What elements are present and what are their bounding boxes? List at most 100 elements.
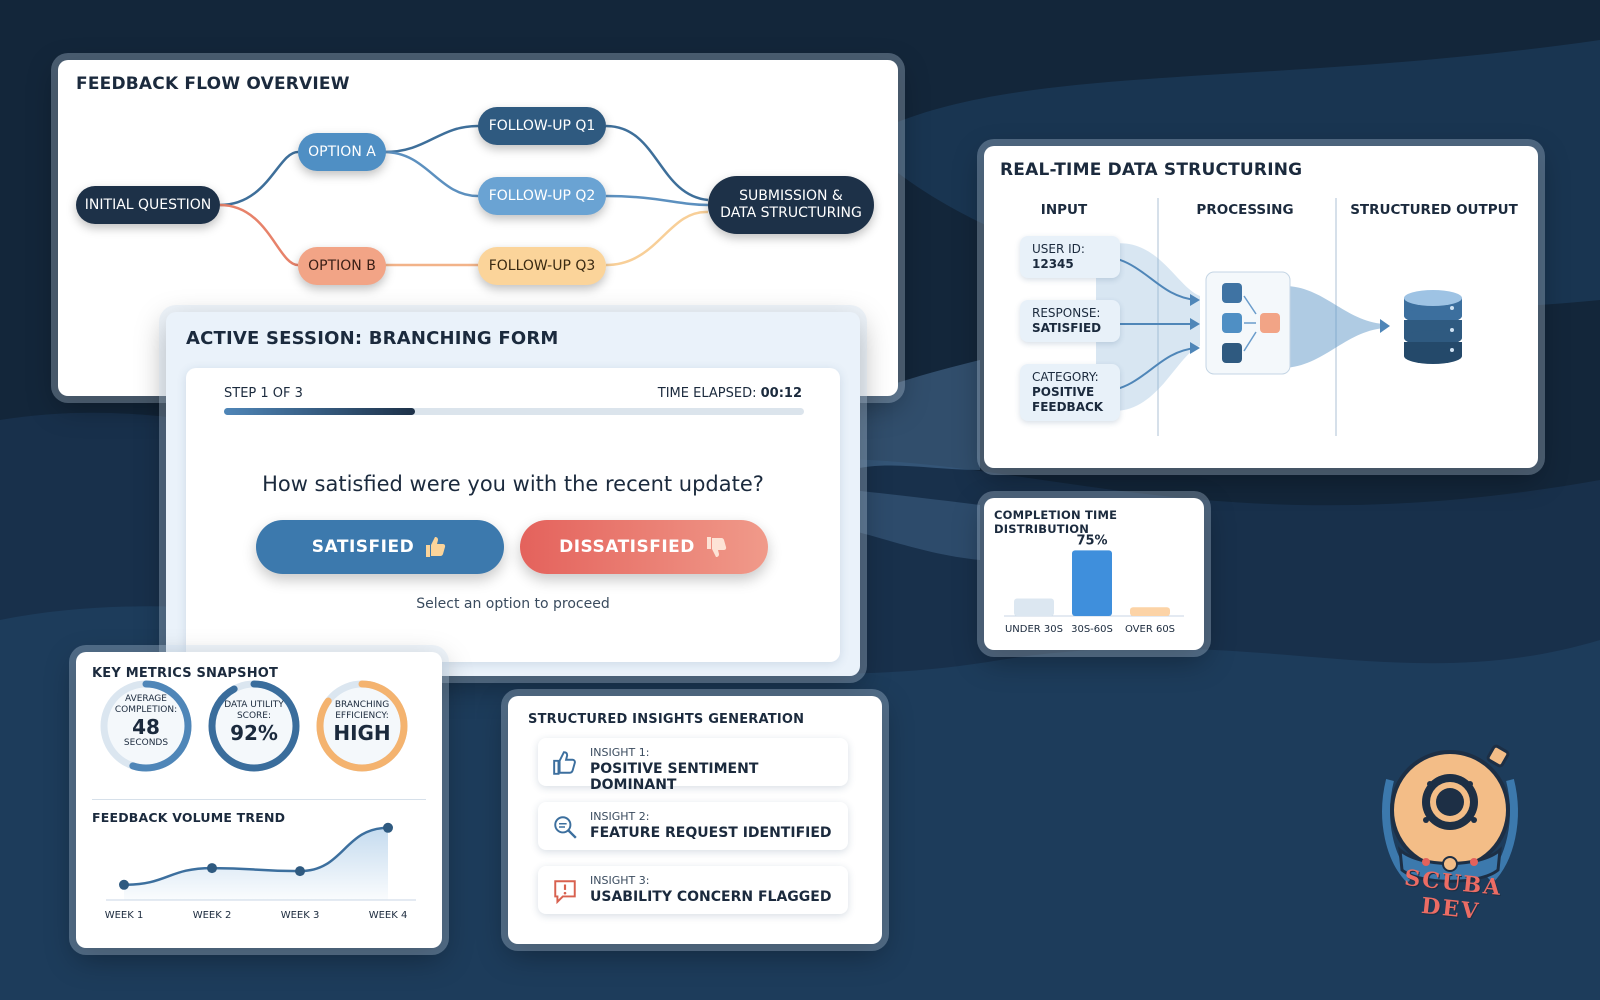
completion-title: COMPLETION TIME DISTRIBUTION	[994, 508, 1118, 536]
time-elapsed: TIME ELAPSED: 00:12	[658, 386, 802, 401]
trend-point	[119, 879, 129, 890]
time-elapsed-label: TIME ELAPSED:	[657, 386, 757, 401]
feedback-volume-line-chart: WEEK 1 WEEK 2 WEEK 3 WEEK 4	[105, 822, 416, 921]
node-followup-q3[interactable]: FOLLOW-UP Q3	[478, 247, 606, 285]
node-followup-q3-label: FOLLOW-UP Q3	[488, 257, 596, 274]
insight-3-text: USABILITY CONCERN FLAGGED	[590, 889, 832, 905]
insight-card-1[interactable]: INSIGHT 1: POSITIVE SENTIMENT DOMINANT	[538, 738, 848, 793]
node-option-a[interactable]: OPTION A	[298, 133, 386, 171]
metric-gauge-ring	[316, 680, 408, 772]
metric-gauge-ring	[208, 680, 300, 772]
input-user-id-value: 12345	[1032, 257, 1074, 271]
node-followup-q2-label: FOLLOW-UP Q2	[488, 187, 596, 204]
metric-gauge-arc	[208, 680, 300, 772]
metric-gauge-ring	[100, 680, 192, 772]
satisfied-button[interactable]: SATISFIED	[256, 520, 504, 574]
dissatisfied-button[interactable]: DISSATISFIED	[520, 520, 768, 574]
trend-point	[207, 863, 217, 874]
completion-tick-label: UNDER 30S	[1005, 624, 1063, 635]
node-option-a-label: OPTION A	[308, 143, 376, 160]
metric-gauge-label1: BRANCHING	[334, 700, 390, 710]
metrics-panel: KEY METRICS SNAPSHOT FEEDBACK VOLUME TRE…	[76, 652, 442, 948]
trend-tick-label: WEEK 2	[193, 910, 232, 921]
trend-point	[383, 822, 393, 833]
completion-data-label: 75%	[1076, 533, 1107, 548]
metrics-title: KEY METRICS SNAPSHOT	[92, 666, 279, 681]
metric-gauge-arc	[100, 680, 192, 772]
trend-area	[124, 827, 388, 900]
node-followup-q2[interactable]: FOLLOW-UP Q2	[478, 177, 606, 215]
completion-tick-label: OVER 60S	[1125, 624, 1175, 635]
insight-1-text: POSITIVE SENTIMENT DOMINANT	[590, 761, 759, 793]
satisfied-label: SATISFIED	[311, 537, 415, 557]
insight-2-label: INSIGHT 2:	[590, 810, 650, 823]
input-response-label: RESPONSE:	[1032, 306, 1101, 320]
completion-bar	[1072, 550, 1112, 616]
metric-gauge-label2: COMPLETION:	[114, 705, 178, 715]
node-submission-line2: DATA STRUCTURING	[720, 205, 862, 221]
trend-tick-label: WEEK 4	[369, 910, 408, 921]
trend-line	[123, 826, 389, 887]
input-user-id-label: USER ID:	[1032, 242, 1085, 256]
trend-tick-label: WEEK 1	[105, 910, 144, 921]
metric-gauge-unit: SECONDS	[123, 738, 169, 748]
node-initial-question[interactable]: INITIAL QUESTION	[76, 186, 220, 224]
realtime-panel: REAL-TIME DATA STRUCTURING INPUT PROCESS…	[984, 146, 1538, 468]
session-form-card: STEP 1 OF 3 TIME ELAPSED: 00:12 How sati…	[186, 368, 840, 662]
metric-gauge-value: 48	[132, 715, 160, 739]
session-panel: ACTIVE SESSION: BRANCHING FORM STEP 1 OF…	[166, 312, 860, 676]
flow-connectors	[219, 124, 709, 267]
metric-gauge-label1: AVERAGE	[125, 694, 167, 704]
thumbs-up-icon	[426, 537, 446, 557]
node-submission-line1: SUBMISSION &	[739, 188, 843, 204]
diving-helmet-icon	[1382, 744, 1518, 883]
trend-point	[295, 866, 305, 877]
metric-gauge-arc	[316, 680, 408, 772]
input-response-value: SATISFIED	[1032, 321, 1102, 335]
node-option-b[interactable]: OPTION B	[298, 247, 386, 285]
insight-card-2[interactable]: INSIGHT 2: FEATURE REQUEST IDENTIFIED	[538, 802, 848, 850]
trend-title: FEEDBACK VOLUME TREND	[92, 810, 286, 825]
metric-gauge-label1: DATA UTILITY	[224, 700, 284, 710]
insight-1-label: INSIGHT 1:	[590, 746, 650, 759]
node-followup-q1-label: FOLLOW-UP Q1	[488, 117, 596, 134]
session-title: ACTIVE SESSION: BRANCHING FORM	[186, 328, 559, 349]
thumbs-down-icon	[706, 537, 727, 557]
trend-tick-label: WEEK 3	[281, 910, 320, 921]
insight-2-text: FEATURE REQUEST IDENTIFIED	[590, 825, 832, 841]
col-input-header: INPUT	[1040, 202, 1088, 218]
completion-bar-chart: UNDER 30S 30S-60S 75% OVER 60S	[1004, 533, 1184, 635]
insight-3-label: INSIGHT 3:	[590, 874, 650, 887]
progress-fill	[224, 408, 416, 415]
insights-panel: STRUCTURED INSIGHTS GENERATION INSIGHT 1…	[508, 696, 882, 944]
realtime-title: REAL-TIME DATA STRUCTURING	[1000, 160, 1303, 180]
col-processing-header: PROCESSING	[1196, 202, 1294, 218]
insight-card-3[interactable]: INSIGHT 3: USABILITY CONCERN FLAGGED	[538, 866, 848, 914]
metric-gauge-label2: EFFICIENCY:	[335, 711, 389, 721]
metrics-divider	[92, 799, 426, 800]
database-icon	[1404, 290, 1462, 364]
metric-gauge-value: HIGH	[333, 721, 391, 745]
node-submission[interactable]: SUBMISSION & DATA STRUCTURING	[708, 176, 874, 234]
col-output-header: STRUCTURED OUTPUT	[1350, 202, 1518, 218]
node-option-b-label: OPTION B	[308, 257, 376, 274]
step-indicator: STEP 1 OF 3	[224, 386, 303, 401]
progress-track	[224, 408, 804, 415]
metric-gauge-label2: SCORE:	[236, 711, 272, 721]
alert-bubble-icon	[554, 880, 576, 904]
input-category-label: CATEGORY:	[1032, 370, 1099, 384]
insights-title: STRUCTURED INSIGHTS GENERATION	[528, 712, 805, 727]
time-elapsed-value: 00:12	[760, 386, 802, 401]
completion-panel: COMPLETION TIME DISTRIBUTION UNDER 30S 30…	[984, 498, 1204, 650]
input-user-id: USER ID: 12345	[1020, 236, 1120, 278]
completion-tick-label: 30S-60S	[1071, 624, 1113, 635]
realtime-flow-graphic	[1095, 198, 1390, 436]
magnifier-icon	[554, 816, 577, 839]
dissatisfied-label: DISSATISFIED	[559, 537, 695, 557]
node-followup-q1[interactable]: FOLLOW-UP Q1	[478, 107, 606, 145]
node-initial-label: INITIAL QUESTION	[84, 196, 212, 213]
completion-bar	[1130, 607, 1170, 616]
